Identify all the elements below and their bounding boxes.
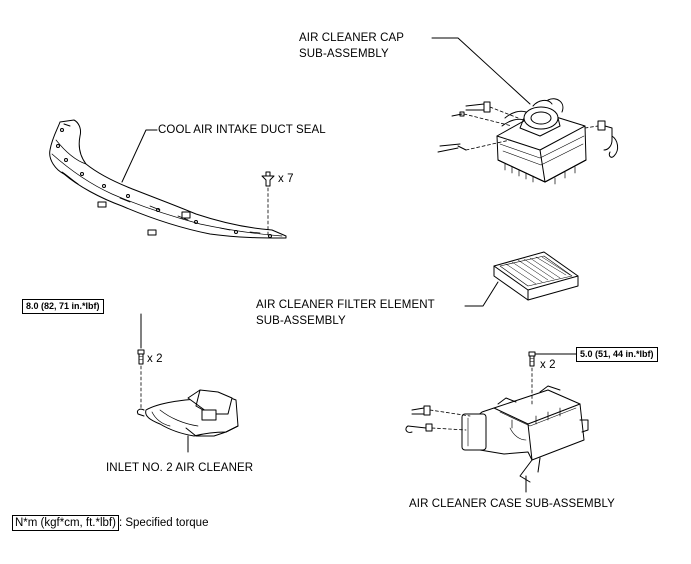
case-hoses-drawing (405, 405, 433, 433)
inlet-bolt-drawing (137, 313, 145, 411)
case-sub-assembly-label: AIR CLEANER CASE SUB-ASSEMBLY (409, 498, 615, 510)
inlet-no2-label: INLET NO. 2 AIR CLEANER (106, 462, 254, 474)
air-cleaner-cap-label-line2: SUB-ASSEMBLY (299, 48, 389, 60)
clip-quantity: x 7 (278, 173, 294, 185)
filter-element-label-line2: SUB-ASSEMBLY (256, 315, 346, 327)
case-dashed-lines (429, 409, 471, 431)
inlet-no2-drawing (137, 389, 239, 437)
torque-legend: N*m (kgf*cm, ft.*lbf): Specified torque (12, 515, 209, 531)
duct-seal-leader (121, 129, 158, 183)
torque-legend-text: : Specified torque (118, 517, 209, 529)
filter-element-label-line1: AIR CLEANER FILTER ELEMENT (256, 299, 435, 311)
filter-leader (464, 281, 499, 307)
clip-fastener-drawing (261, 171, 275, 237)
air-cleaner-cap-label: AIR CLEANER CAP SUB-ASSEMBLY (299, 32, 404, 61)
cool-air-duct-seal-label: COOL AIR INTAKE DUCT SEAL (158, 124, 326, 136)
filter-element-label: AIR CLEANER FILTER ELEMENT SUB-ASSEMBLY (256, 299, 435, 328)
cap-leader (431, 37, 531, 105)
filter-element-drawing (493, 251, 579, 301)
duct-seal-drawing (49, 119, 287, 239)
case-bolt-torque-box: 5.0 (51, 44 in.*lbf) (576, 347, 658, 362)
torque-legend-unit: N*m (kgf*cm, ft.*lbf) (12, 515, 119, 531)
air-cleaner-cap-label-line1: AIR CLEANER CAP (299, 32, 405, 44)
cap-dashed-lines (463, 106, 599, 151)
case-drawing (461, 385, 589, 483)
inlet-bolt-torque-box: 8.0 (82, 71 in.*lbf) (22, 299, 104, 314)
air-cleaner-cap-drawing (437, 98, 619, 185)
inlet-bolt-quantity: x 2 (147, 353, 163, 365)
case-bolt-quantity: x 2 (540, 359, 556, 371)
case-bolt-drawing (528, 351, 577, 405)
